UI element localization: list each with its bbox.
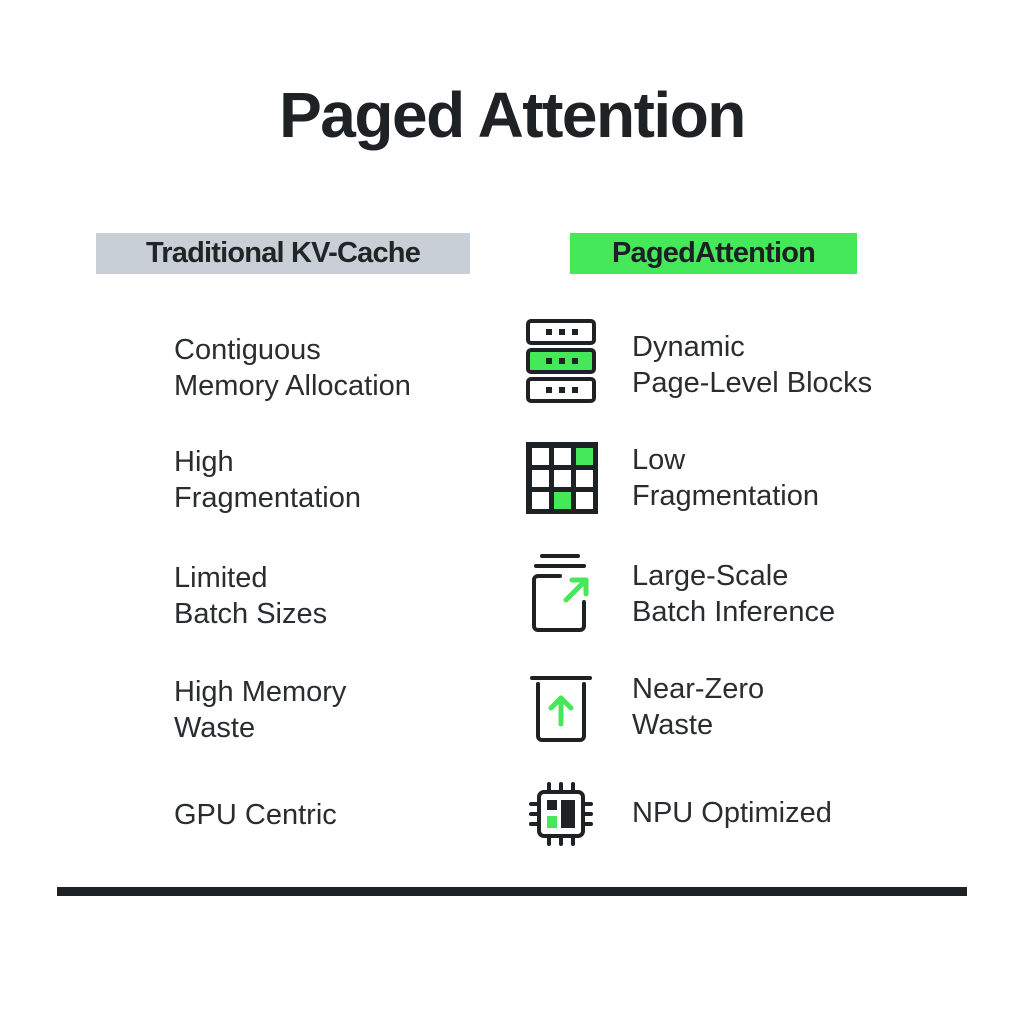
- stack-scale-icon: [532, 554, 589, 632]
- paged-item-dynamic: Dynamic Page-Level Blocks: [632, 329, 872, 401]
- item-line: Fragmentation: [174, 482, 361, 514]
- grid-icon: [526, 442, 598, 514]
- memory-blocks-icon: [526, 319, 596, 403]
- page-title: Paged Attention: [279, 79, 746, 151]
- item-line: Memory Allocation: [174, 370, 411, 402]
- item-line: GPU Centric: [174, 799, 337, 831]
- bottom-divider: [57, 887, 967, 896]
- traditional-item-waste: High Memory Waste: [174, 674, 346, 746]
- item-line: NPU Optimized: [632, 797, 832, 829]
- item-line: Page-Level Blocks: [632, 367, 873, 399]
- paged-item-fragmentation: Low Fragmentation: [632, 442, 819, 514]
- item-line: Dynamic: [632, 331, 745, 363]
- traditional-item-contiguous: Contiguous Memory Allocation: [174, 332, 411, 404]
- traditional-item-fragmentation: High Fragmentation: [174, 444, 361, 516]
- item-line: Batch Sizes: [174, 598, 328, 630]
- paged-header-label: PagedAttention: [611, 237, 816, 269]
- chip-icon: [529, 782, 593, 846]
- traditional-item-gpu: GPU Centric: [174, 797, 337, 833]
- paged-item-waste: Near-Zero Waste: [632, 671, 764, 743]
- paged-attention-header: PagedAttention: [570, 233, 857, 274]
- traditional-kv-cache-header: Traditional KV-Cache: [96, 233, 470, 274]
- paged-item-batch: Large-Scale Batch Inference: [632, 558, 835, 630]
- item-line: Fragmentation: [632, 480, 819, 512]
- item-line: Contiguous: [174, 334, 321, 366]
- traditional-header-label: Traditional KV-Cache: [145, 237, 421, 269]
- item-line: Limited: [174, 562, 268, 594]
- traditional-item-batch: Limited Batch Sizes: [174, 560, 327, 632]
- item-line: Waste: [632, 709, 714, 741]
- item-line: Waste: [174, 712, 256, 744]
- paged-item-npu: NPU Optimized: [632, 795, 832, 831]
- item-line: Low: [632, 444, 686, 476]
- item-line: High Memory: [174, 676, 347, 708]
- item-line: Large-Scale: [632, 560, 789, 592]
- item-line: High: [174, 446, 234, 478]
- bin-upload-icon: [530, 676, 592, 742]
- item-line: Batch Inference: [632, 596, 836, 628]
- item-line: Near-Zero: [632, 673, 765, 705]
